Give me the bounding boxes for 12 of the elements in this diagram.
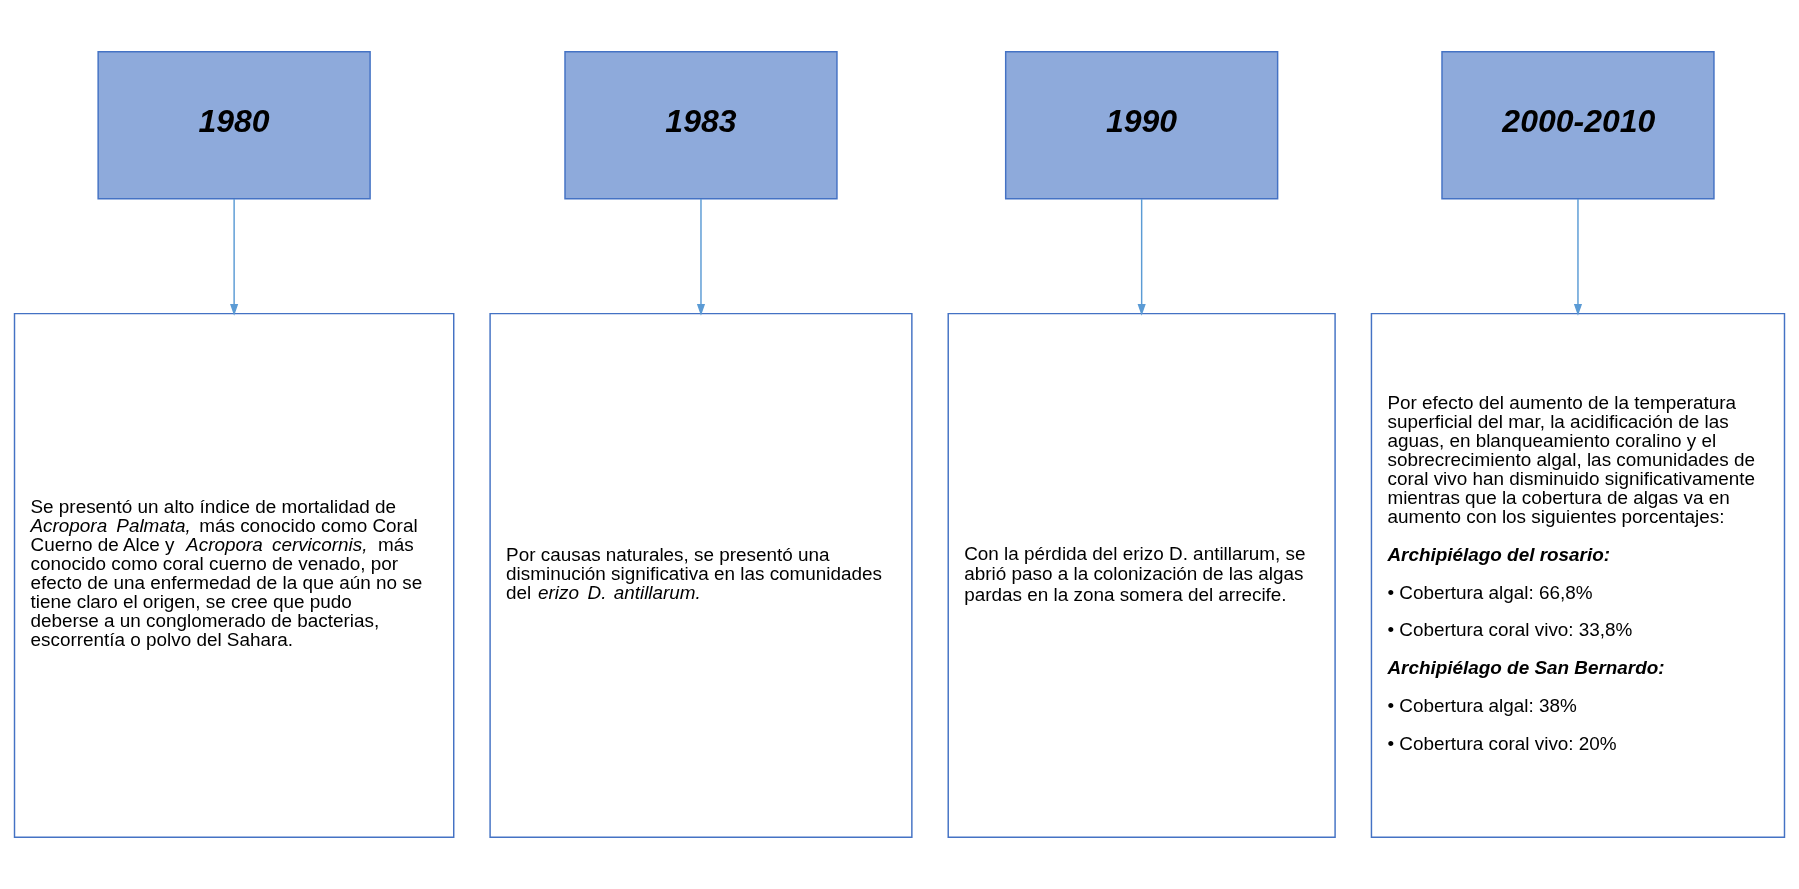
arrow (1137, 198, 1146, 316)
node-box: 2000-2010 (1441, 51, 1715, 200)
node-box: 1990 (1004, 51, 1279, 200)
arrow (1573, 198, 1583, 316)
node-box: Por causas naturales, se presentó una disminución significativa en las comunidades del erizo D. antillarum. (489, 312, 913, 838)
node-box: 1980 (97, 51, 371, 200)
node-box: Con la pérdida del erizo D. antillarum, se abrió paso a la colonización de las algas pardas en la zona somera del arrecife. (947, 312, 1336, 838)
node-box: 1983 (564, 51, 838, 200)
arrow (230, 198, 239, 316)
node-box: Se presentó un alto índice de mortalidad de Acropora Palmata, más conocido como Coral Cuerno de Alce y Acropora cervicornis, más conocido como coral cuerno de venado, por efecto de una enfermedad de la que aún no se tiene claro el origen, se cree que pudo deberse a un conglomerado de bacterias, escorrentía o polvo del Sahara. (13, 312, 455, 838)
node-box: Por efecto del aumento de la temperatura superficial del mar, la acidificación de las aguas, en blanqueamiento coralino y el sobrecrecimiento algal, las comunidades de coral vivo han disminuido significativamente mientras que la cobertura de algas va en aumento con los siguientes porcentajes: Archipiélago del rosario: • Cobertura algal: 66,8% • Cobertura coral vivo: 33,8% Archipiélago de San Bernardo: • Cobertura algal: 38% • Cobertura coral vivo: 20% (1370, 312, 1786, 838)
arrow (696, 198, 706, 316)
